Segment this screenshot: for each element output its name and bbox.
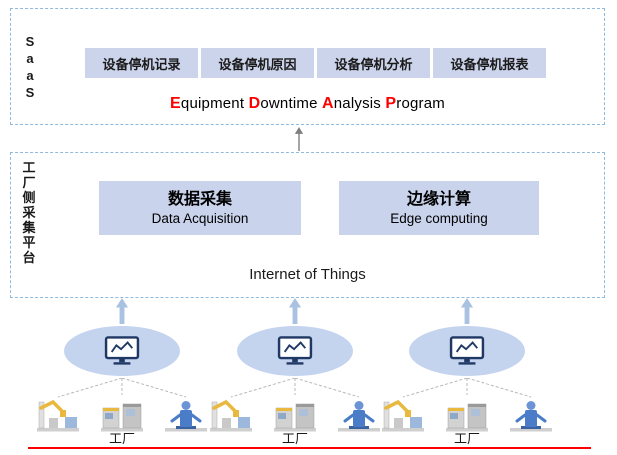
edap-letter-e: E xyxy=(170,95,181,112)
downtime-record-chip: 设备停机记录 xyxy=(85,48,198,78)
factory-group: 工厂 xyxy=(205,298,385,446)
monitor-chart-icon xyxy=(277,336,313,366)
saas-side-label: S a a S xyxy=(23,33,37,101)
edap-letter-p: P xyxy=(385,95,397,112)
downtime-analysis-chip: 设备停机分析 xyxy=(317,48,430,78)
platform-side-char: 平 xyxy=(22,235,36,250)
platform-side-char: 工 xyxy=(22,160,36,175)
platform-side-char: 集 xyxy=(22,220,36,235)
monitor-chart-icon xyxy=(104,336,140,366)
platform-side-char: 侧 xyxy=(22,190,36,205)
monitor-chart-icon xyxy=(449,336,485,366)
downtime-reason-chip: 设备停机原因 xyxy=(201,48,314,78)
edap-letter-d: D xyxy=(248,95,261,112)
factory-label: 工厂 xyxy=(108,431,135,446)
saas-side-char: S xyxy=(25,34,35,49)
platform-side-char: 台 xyxy=(22,250,36,265)
edap-word-rest: quipment xyxy=(180,95,249,112)
saas-side-char: a xyxy=(26,51,34,66)
downtime-report-chip: 设备停机报表 xyxy=(433,48,546,78)
factory-equipment-icons xyxy=(34,378,210,432)
edap-program-title: Equipment Downtime Analysis Program xyxy=(11,95,604,113)
edap-word-rest: nalysis xyxy=(333,95,386,112)
data-acquisition-subtitle: Data Acquisition xyxy=(151,210,249,226)
factory-group: 工厂 xyxy=(377,298,557,446)
gateway-bubble xyxy=(409,326,525,376)
factory-equipment-icons xyxy=(207,378,383,432)
edap-word-rest: rogram xyxy=(396,95,445,112)
internet-of-things-label: Internet of Things xyxy=(249,266,366,283)
saas-section: S a a S 设备停机记录 设备停机原因 设备停机分析 设备停机报表 Equi… xyxy=(10,8,605,125)
saas-side-char: a xyxy=(26,68,34,83)
data-acquisition-title: 数据采集 xyxy=(167,190,232,208)
up-arrow-icon xyxy=(288,298,302,324)
factory-label: 工厂 xyxy=(281,431,308,446)
factory-label: 工厂 xyxy=(453,431,480,446)
data-acquisition-card: 数据采集 Data Acquisition xyxy=(99,181,301,235)
up-arrow-icon xyxy=(115,298,129,324)
edge-computing-subtitle: Edge computing xyxy=(390,210,488,226)
platform-side-char: 厂 xyxy=(22,175,36,190)
platform-side-char: 采 xyxy=(22,205,36,220)
edge-computing-title: 边缘计算 xyxy=(406,190,471,208)
edge-computing-card: 边缘计算 Edge computing xyxy=(339,181,539,235)
edap-letter-a: A xyxy=(321,95,334,112)
up-arrow-icon xyxy=(294,127,304,151)
up-arrow-icon xyxy=(460,298,474,324)
platform-section: 工 厂 侧 采 集 平 台 数据采集 Data Acquisition 边缘计算… xyxy=(10,152,605,298)
gateway-bubble xyxy=(64,326,180,376)
saas-side-char: S xyxy=(25,85,35,100)
factory-equipment-icons xyxy=(379,378,555,432)
edap-word-rest: owntime xyxy=(260,95,322,112)
gateway-bubble xyxy=(237,326,353,376)
platform-side-label: 工 厂 侧 采 集 平 台 xyxy=(21,160,37,265)
factory-group: 工厂 xyxy=(32,298,212,446)
bottom-red-divider xyxy=(28,447,591,449)
